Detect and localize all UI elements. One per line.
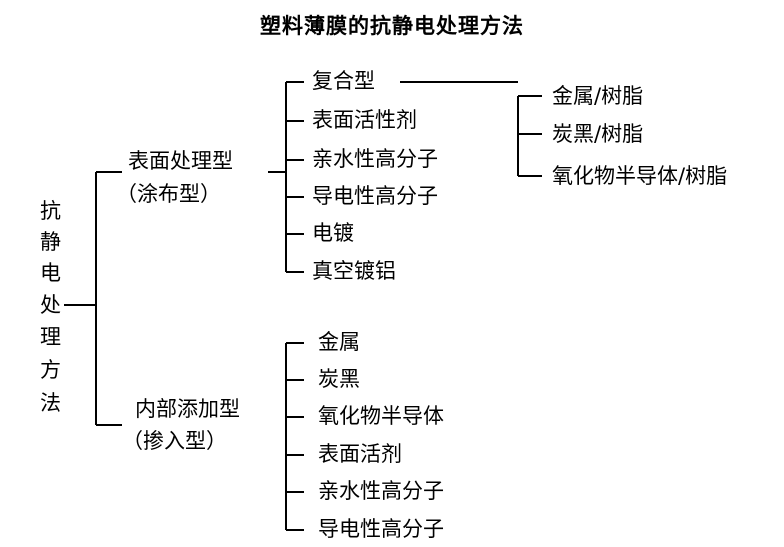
internal-item: 炭黑 [318,367,360,391]
internal-item: 表面活剂 [318,442,402,466]
root-char: 理 [40,325,61,349]
surface-item: 复合型 [312,69,375,93]
root-char: 抗 [40,199,61,223]
branch-sublabel-surface: （涂布型） [116,182,221,206]
internal-item: 导电性高分子 [318,517,444,541]
composite-item: 炭黑/树脂 [552,122,644,146]
root-char: 方 [40,358,61,382]
internal-item: 亲水性高分子 [318,479,444,503]
surface-item: 真空镀铝 [312,259,396,283]
diagram-title: 塑料薄膜的抗静电处理方法 [260,14,524,38]
branch-label-internal: 内部添加型 [135,397,240,421]
branch-sublabel-internal: （掺入型） [122,429,227,453]
surface-item: 导电性高分子 [312,184,438,208]
root-char: 处 [40,293,61,317]
surface-item: 电镀 [312,221,354,245]
root-char: 静 [40,230,61,254]
surface-item: 表面活性剂 [312,108,417,132]
composite-item: 氧化物半导体/树脂 [552,164,728,188]
internal-item: 氧化物半导体 [318,404,444,428]
internal-item: 金属 [318,330,360,354]
surface-item: 亲水性高分子 [312,147,438,171]
root-char: 法 [40,391,61,415]
branch-label-surface: 表面处理型 [128,149,233,173]
composite-item: 金属/树脂 [552,84,644,108]
root-char: 电 [40,261,61,285]
